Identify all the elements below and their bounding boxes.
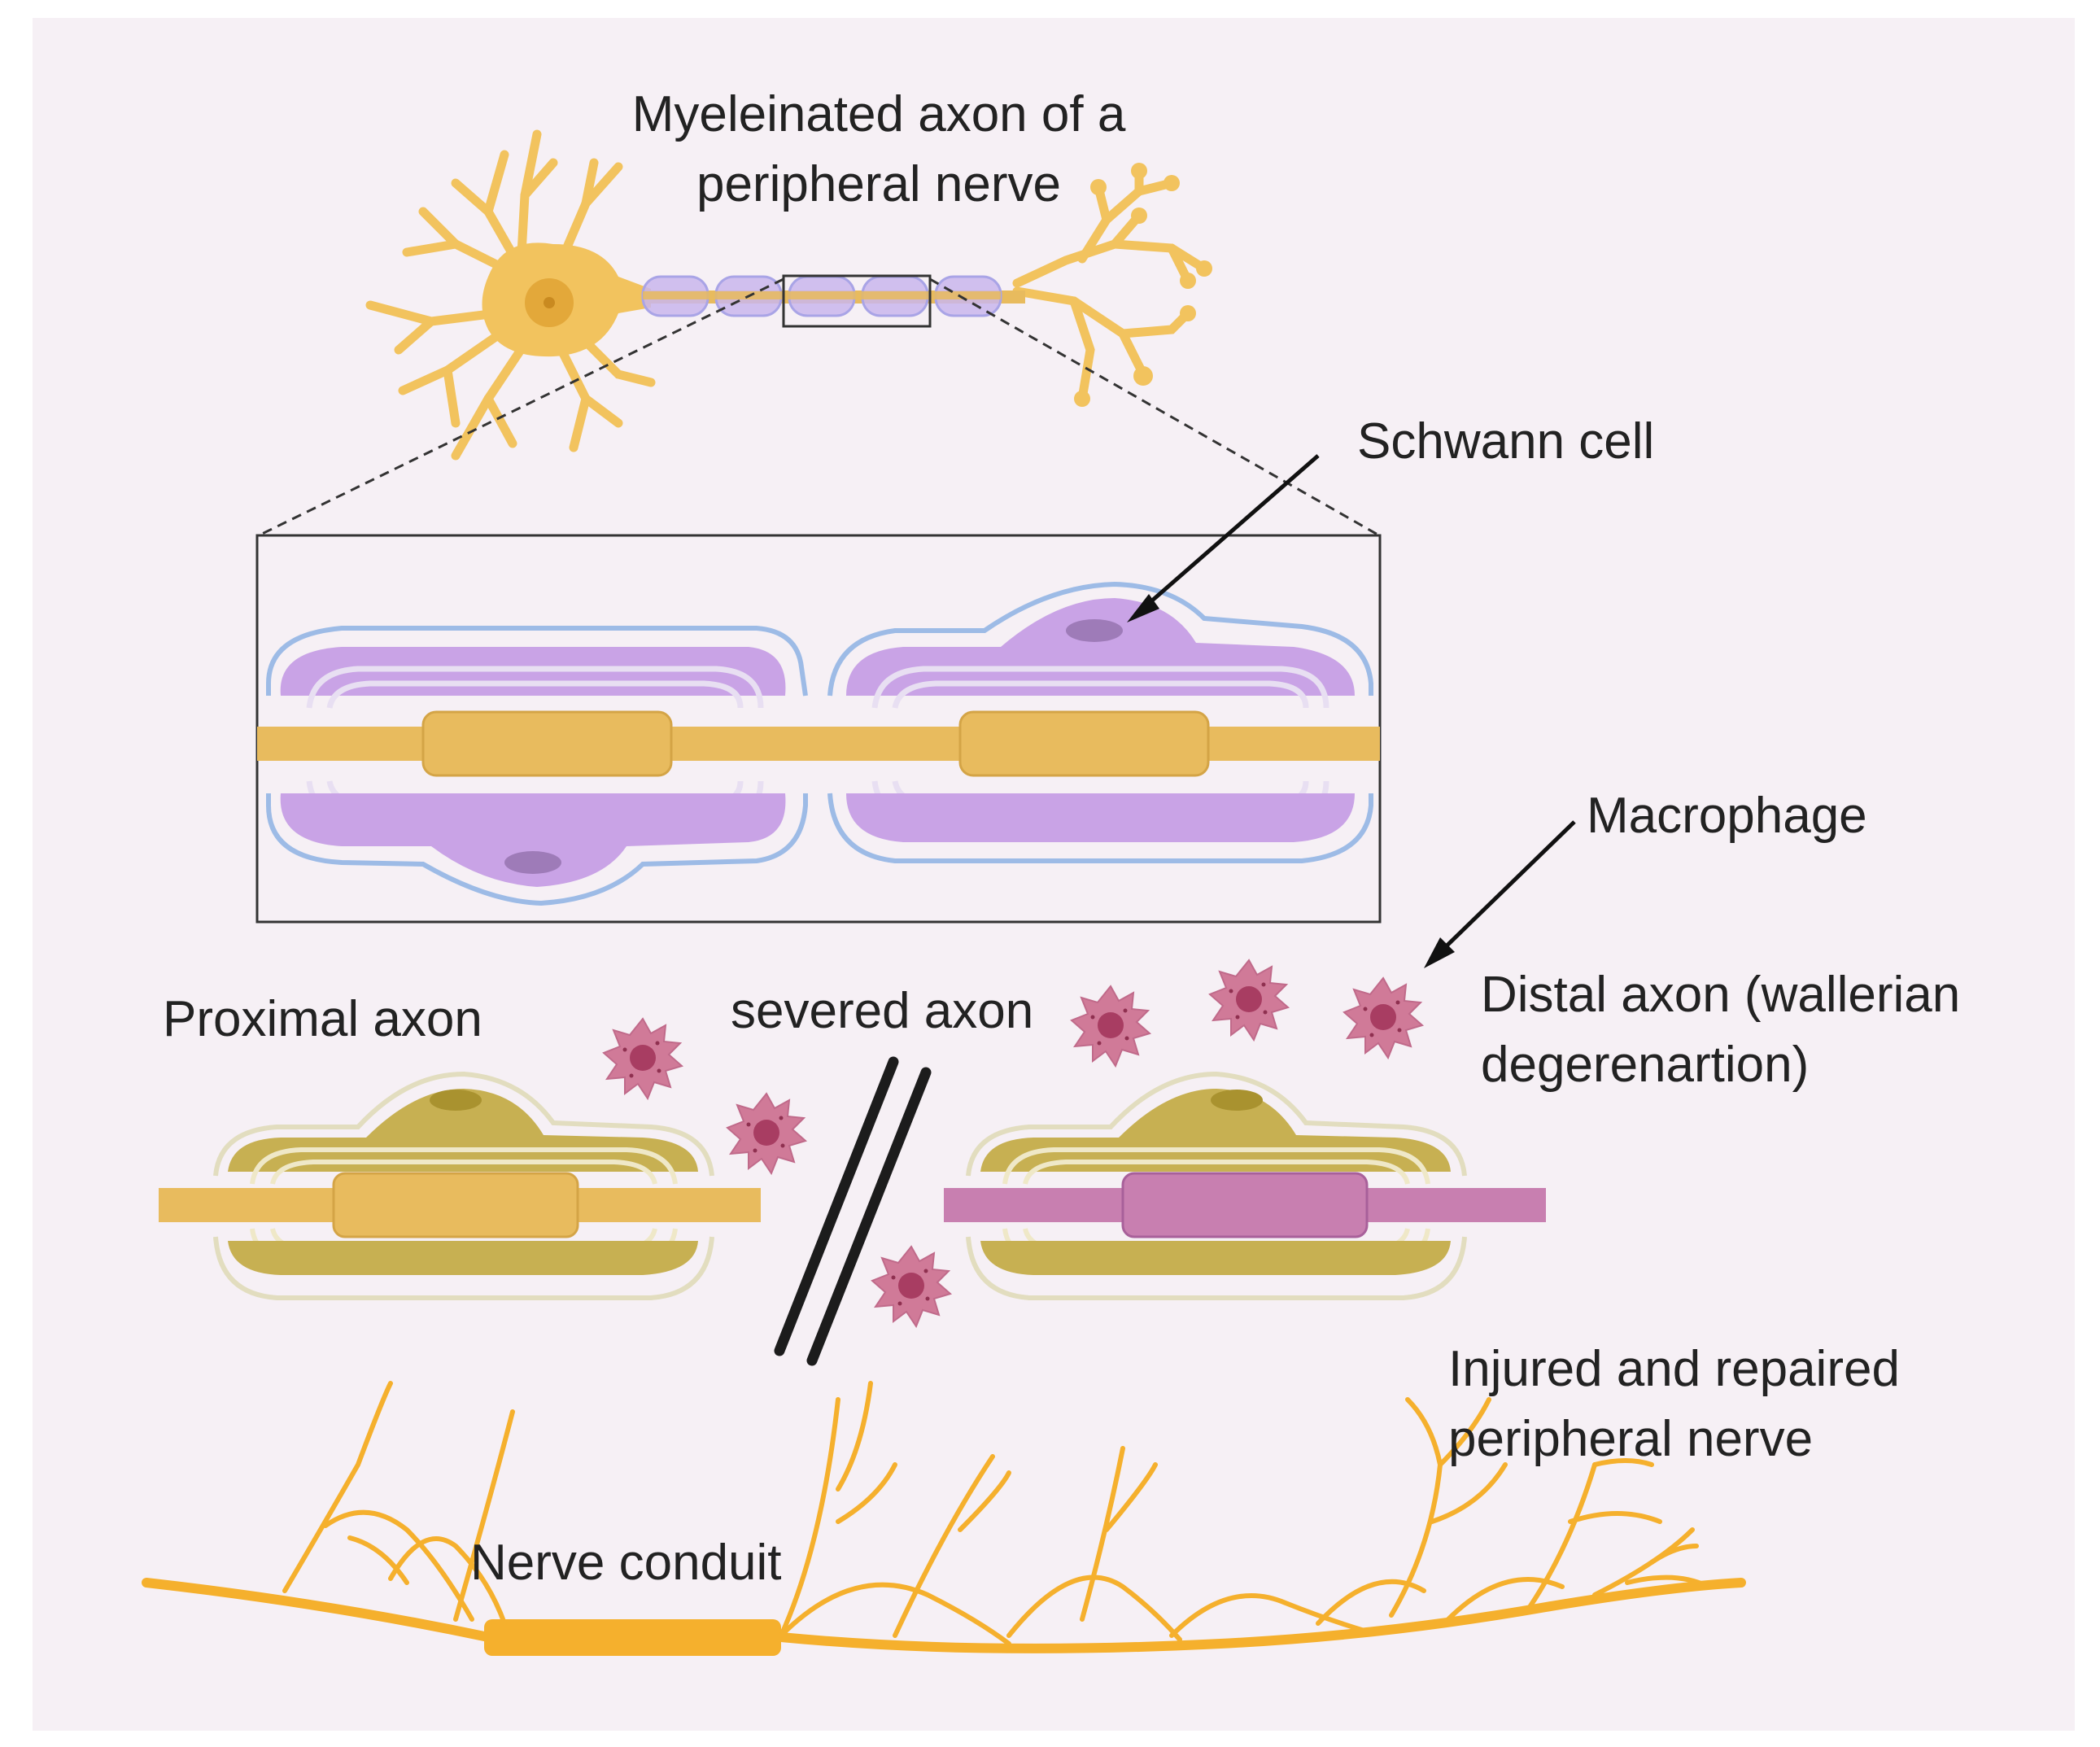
proximal-axon-segment [159,1071,761,1300]
proximal-axon-label: Proximal axon [163,991,482,1047]
distal-axon-label: Distal axon (wallerian degerenartion) [1481,960,1960,1100]
distal-axon-line1: Distal axon (wallerian [1481,967,1961,1023]
macrophage-arrow [1424,820,1576,968]
distal-axon-segment [944,1071,1546,1300]
schwann-cell-label: Schwann cell [1357,413,1655,470]
distal-axon-line2: degerenartion) [1481,1037,1810,1093]
injured-nerve-label: Injured and repaired peripheral nerve [1448,1334,1900,1474]
cut-mark-icon [774,1056,932,1366]
nerve-conduit-label: Nerve conduit [470,1535,782,1591]
zoom-lines [258,277,1380,537]
macrophage-label: Macrophage [1587,788,1867,844]
neuron-title-line2: peripheral nerve [696,156,1062,212]
neuron-title-line1: Myeleinated axon of a [631,86,1126,142]
severed-axon-label: severed axon [731,983,1034,1039]
injured-nerve-line1: Injured and repaired [1448,1341,1900,1397]
neuron-icon [365,129,1212,461]
schwann-cell-arrow [1127,454,1320,622]
neuron-title: Myeleinated axon of a peripheral nerve [570,80,1188,220]
injured-nerve-line2: peripheral nerve [1448,1411,1814,1467]
myelin-detail [255,534,1382,924]
repaired-nerve [142,1381,1746,1656]
